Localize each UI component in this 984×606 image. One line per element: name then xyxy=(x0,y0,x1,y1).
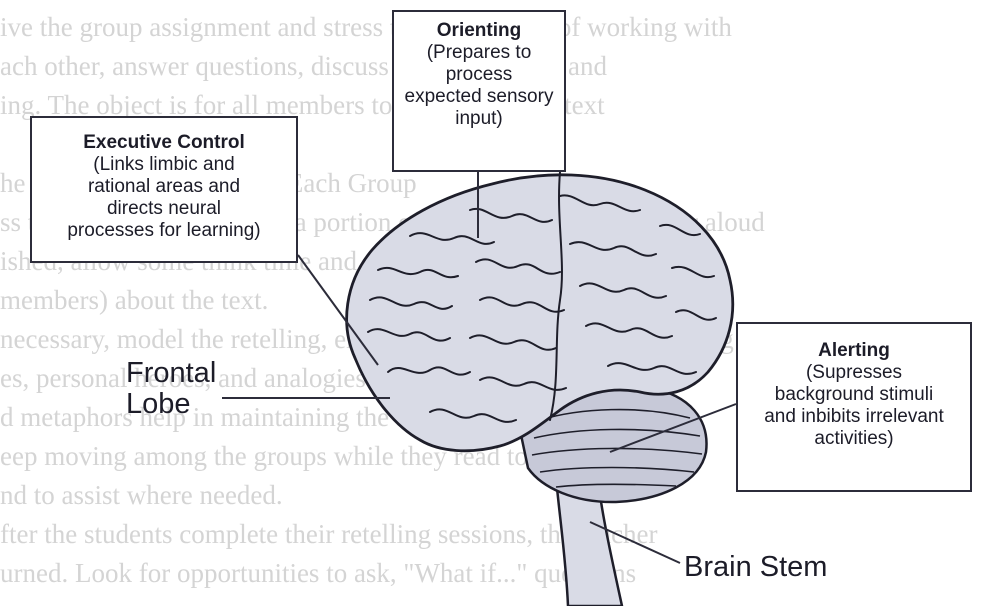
executive-control-box: Executive Control (Links limbic and rati… xyxy=(30,116,298,263)
alerting-title: Alerting xyxy=(738,340,970,362)
brain-stem-label: Brain Stem xyxy=(684,552,827,583)
orienting-description: (Prepares to process expected sensory in… xyxy=(394,42,564,130)
executive-control-description: (Links limbic and rational areas and dir… xyxy=(32,154,296,242)
alerting-box: Alerting (Supresses background stimuli a… xyxy=(736,322,972,492)
frontal-lobe-label: Frontal Lobe xyxy=(126,358,246,420)
alerting-description: (Supresses background stimuli and inbibi… xyxy=(738,362,970,450)
executive-control-title: Executive Control xyxy=(32,132,296,154)
orienting-box: Orienting (Prepares to process expected … xyxy=(392,10,566,172)
orienting-title: Orienting xyxy=(394,20,564,42)
